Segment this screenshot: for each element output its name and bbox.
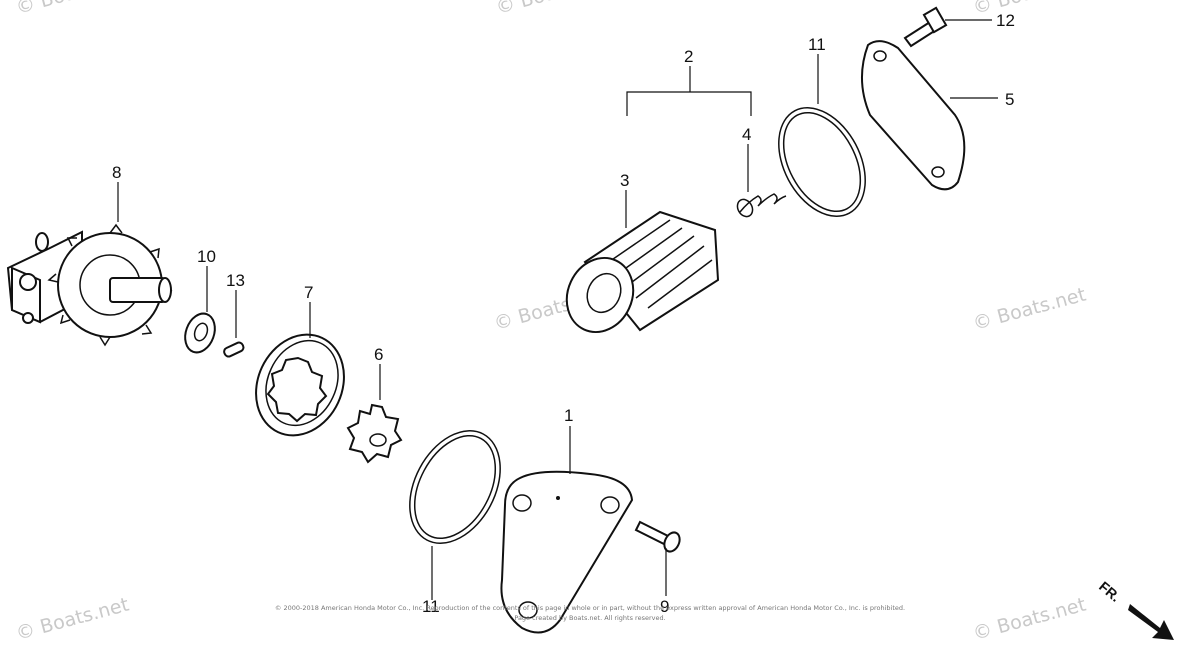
watermark: © Boats.net [971, 0, 1089, 19]
copyright-line-2: Page created by Boats.net. All rights re… [514, 614, 665, 622]
callout-8: 8 [112, 163, 121, 182]
part-washer-drawing [184, 312, 216, 354]
callout-13: 13 [226, 271, 245, 290]
copyright-line-1: © 2000-2018 American Honda Motor Co., In… [275, 604, 905, 612]
callout-6: 6 [374, 345, 383, 364]
callout-4: 4 [742, 125, 751, 144]
callout-9: 9 [660, 597, 669, 616]
front-label: FR. [1096, 578, 1124, 605]
callout-11-upper: 11 [808, 35, 826, 54]
part-inner-rotor-drawing [346, 403, 403, 464]
leader-lines [117, 19, 998, 600]
copyright-notice: © 2000-2018 American Honda Motor Co., In… [275, 604, 905, 622]
part-bolt-drawing [634, 520, 681, 553]
callout-7: 7 [304, 283, 313, 302]
callout-3: 3 [620, 171, 629, 190]
part-o-ring-lower-drawing [409, 430, 501, 544]
front-direction-indicator: FR. [1096, 578, 1174, 640]
part-pin-drawing [223, 341, 245, 358]
watermark: © Boats.net [971, 594, 1089, 645]
callout-12: 12 [996, 11, 1015, 30]
part-oil-filter-drawing [565, 210, 720, 333]
watermark: © Boats.net [494, 0, 612, 19]
part-bolt-upper-drawing [903, 6, 948, 48]
watermark: © Boats.net [971, 284, 1089, 335]
part-spring-drawing [736, 193, 787, 218]
watermark: © Boats.net [14, 594, 132, 645]
callouts: 1 2 3 4 5 6 7 8 9 10 11 11 12 13 [112, 11, 1015, 616]
part-oil-pump-body-drawing [6, 223, 173, 347]
callout-5: 5 [1005, 90, 1014, 109]
part-o-ring-upper-drawing [778, 107, 866, 217]
front-arrow-icon [1128, 604, 1174, 640]
watermark: © Boats.net [14, 0, 132, 19]
part-filter-cover-drawing [860, 40, 966, 191]
callout-1: 1 [564, 406, 573, 425]
callout-11-lower: 11 [422, 597, 440, 616]
part-pump-cover-drawing [500, 470, 634, 634]
callout-10: 10 [197, 247, 216, 266]
part-outer-rotor-drawing [255, 333, 345, 437]
callout-2: 2 [684, 47, 693, 66]
